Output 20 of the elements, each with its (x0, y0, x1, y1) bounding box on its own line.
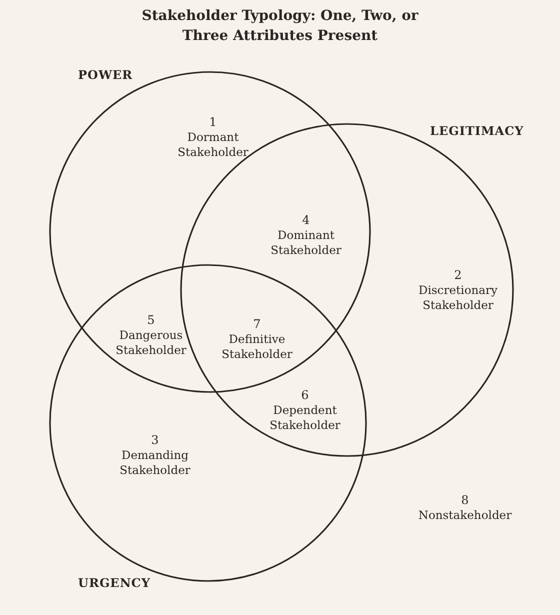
region-label: Definitive Stakeholder (222, 332, 292, 362)
region-number: 6 (300, 388, 310, 403)
region-label: Demanding Stakeholder (120, 448, 190, 478)
region-number: 5 (146, 313, 156, 328)
region-number: 4 (301, 213, 311, 228)
region-label: Nonstakeholder (418, 508, 512, 523)
region-number: 2 (453, 268, 463, 283)
region-label: Dependent Stakeholder (270, 403, 340, 433)
diagram-title: Stakeholder Typology: One, Two, or Three Attributes Present (140, 7, 420, 46)
circle-heading: URGENCY (78, 576, 150, 590)
region-number: 1 (208, 115, 218, 130)
circle-heading: LEGITIMACY (430, 124, 524, 138)
region-label: Dormant Stakeholder (178, 130, 248, 160)
region-label: Dangerous Stakeholder (116, 328, 186, 358)
region-label: Dominant Stakeholder (270, 228, 342, 258)
region-number: 7 (252, 317, 262, 332)
region-label: Discretionary Stakeholder (418, 283, 498, 313)
circle-heading: POWER (78, 68, 133, 82)
region-number: 8 (460, 493, 470, 508)
region-number: 3 (150, 433, 160, 448)
